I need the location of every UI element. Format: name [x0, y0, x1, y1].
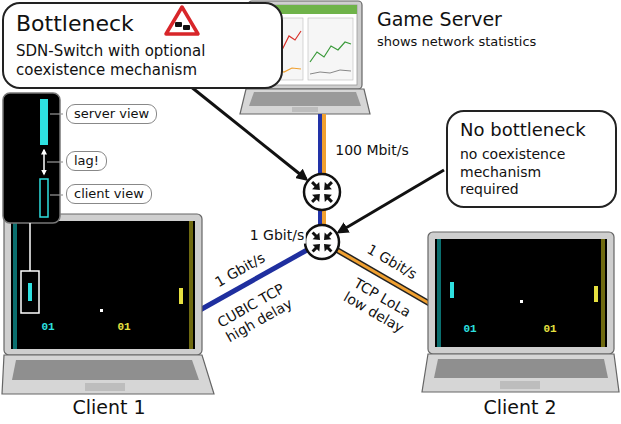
callout-pointer [190, 86, 444, 232]
callout-bubble: No bottleneck no coexistence mechanism re… [446, 110, 617, 208]
node-body: shows network statistics [377, 34, 536, 50]
client-laptop: Client 1 [2, 212, 216, 422]
node-title: Client 2 [420, 396, 620, 420]
score-digits: 01 [117, 321, 130, 334]
warning-sign [0, 0, 621, 60]
score-digits: 01 [543, 323, 556, 336]
client2-laptop-drawing [422, 232, 619, 392]
node-title: Game Server [377, 8, 502, 32]
node-title: lag! [74, 153, 99, 169]
client-laptop: Client 2 [420, 230, 620, 422]
view-label: server view [66, 104, 157, 124]
node-body: SDN-Switch with optional coexistence mec… [16, 42, 216, 80]
view-label: client view [66, 184, 152, 204]
server-laptop: Game Server shows network statistics [243, 0, 619, 118]
switch [305, 225, 339, 259]
link-label: 1 Gbit/s [248, 227, 306, 244]
view-label: lag! [66, 151, 107, 171]
node-title: No bottleneck [460, 117, 603, 143]
node-title: Client 1 [2, 396, 216, 420]
lag-inset [3, 93, 63, 271]
network-links [200, 114, 432, 310]
score-digits: 01 [41, 321, 54, 334]
client1-laptop-drawing [2, 214, 214, 394]
callout-bubble: BottleneckSDN-Switch with optional coexi… [2, 2, 283, 89]
node-title: Bottleneck [16, 9, 269, 39]
node-body: no coexistence mechanism required [460, 146, 603, 199]
node-title: server view [74, 106, 149, 122]
node-title: client view [74, 186, 144, 202]
link-label: 100 Mbit/s [333, 142, 411, 159]
link-label: 1 Gbit/s [362, 240, 421, 284]
sdn-switch [304, 174, 340, 210]
score-digits: 01 [463, 323, 476, 336]
